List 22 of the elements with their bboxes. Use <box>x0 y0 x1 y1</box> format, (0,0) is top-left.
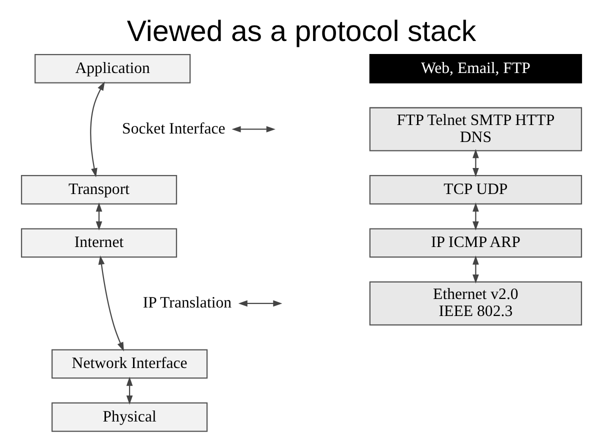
node-box: TCP UDP <box>368 175 582 204</box>
arrow <box>98 255 124 352</box>
arrow <box>472 256 478 284</box>
node-box: Ethernet v2.0 IEEE 802.3 <box>368 281 582 326</box>
arrow <box>95 202 102 230</box>
node-box: Physical <box>51 402 208 432</box>
arrow <box>472 149 478 177</box>
node-box: Web, Email, FTP <box>368 54 582 84</box>
node-box: IP ICMP ARP <box>368 228 582 258</box>
node-text: IP Translation <box>142 294 232 312</box>
node-box: Network Interface <box>51 349 208 379</box>
diagram-title: Viewed as a protocol stack <box>126 14 476 48</box>
node-box: Transport <box>20 175 177 204</box>
arrow <box>238 300 282 307</box>
arrow <box>231 126 275 132</box>
arrow <box>90 81 104 178</box>
arrow <box>126 376 132 405</box>
node-box: Application <box>34 54 190 84</box>
node-box: Internet <box>20 228 177 258</box>
node-text: Socket Interface <box>122 120 225 138</box>
arrow <box>472 202 478 230</box>
node-box: FTP Telnet SMTP HTTP DNS <box>368 107 582 152</box>
